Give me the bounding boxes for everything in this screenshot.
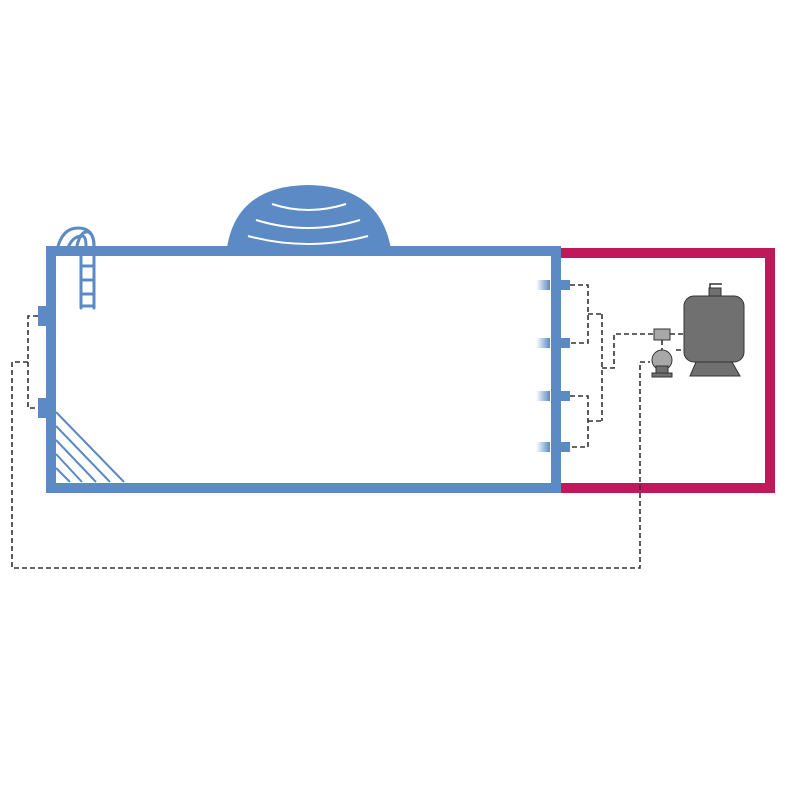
plant-room	[556, 248, 775, 493]
inlet-3	[556, 391, 570, 401]
return-pipe-upper	[570, 284, 602, 344]
filter-body	[683, 295, 745, 363]
circulation-pump	[651, 349, 673, 378]
inlet-fade-4	[536, 442, 550, 452]
inlet-fade-1	[536, 280, 550, 290]
skimmer-upper	[38, 306, 52, 326]
return-pipe-lower	[570, 395, 602, 448]
filter-handle	[709, 283, 722, 288]
step-line-1	[55, 411, 125, 483]
pool-wall	[46, 246, 561, 493]
step-line-4	[55, 453, 83, 483]
pool-basin	[46, 246, 561, 493]
step-line-2	[55, 425, 111, 483]
skimmer-suction-pipe	[11, 315, 650, 569]
dome-line-2	[255, 219, 361, 229]
pool-ladder	[55, 226, 96, 310]
dome-line-3	[247, 235, 369, 245]
step-line-5	[55, 467, 71, 483]
inlet-4	[556, 442, 570, 452]
filter-link-pipe	[661, 333, 684, 351]
inlet-2	[556, 338, 570, 348]
pump-base	[651, 372, 673, 378]
plumbing-lines	[11, 284, 684, 569]
dome-shape	[226, 185, 392, 256]
skimmer-lower	[38, 398, 52, 418]
inlet-fade-3	[536, 391, 550, 401]
pump-motor	[655, 365, 669, 374]
return-inlets	[536, 280, 570, 452]
multiport-valve	[653, 328, 671, 341]
inlet-fade-2	[536, 338, 550, 348]
dome-line-1	[271, 203, 347, 211]
filter-base	[689, 361, 741, 377]
corner-steps	[55, 411, 125, 483]
plant-room-wall	[556, 248, 775, 493]
step-line-3	[55, 439, 97, 483]
dome-cover	[226, 185, 392, 256]
sand-filter-tank	[683, 283, 745, 377]
inlet-1	[556, 280, 570, 290]
skimmers	[38, 306, 52, 418]
ladder-rail-left	[74, 230, 96, 252]
return-pipe-main	[601, 314, 654, 421]
valve-body	[653, 328, 671, 341]
